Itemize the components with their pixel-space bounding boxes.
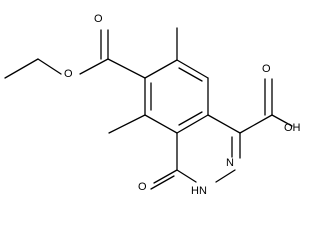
bond-ester-single-o: [79, 58, 109, 75]
bond-acid-oh: [271, 114, 293, 127]
bond-c4-c5: [144, 114, 178, 134]
bond-ester-carbon: [107, 58, 146, 79]
bond-layer: [4, 27, 293, 190]
bond-acid-carbon: [239, 114, 273, 134]
bond-double-c1-c2: [178, 67, 203, 82]
carboxyl-o-label: O: [262, 63, 271, 75]
bond-c1-c2: [176, 59, 209, 79]
bond-ethyl-ch3: [4, 58, 39, 79]
bond-lactam-carbonyl-double: [150, 175, 175, 190]
structure-canvas: OH O O O O HN N: [4, 13, 301, 197]
ester-o-double-label: O: [94, 13, 103, 25]
bond-ring-nh-n: [215, 169, 236, 183]
atom-labels: OH O O O O HN N: [64, 13, 301, 197]
bond-methyl-left: [108, 114, 146, 134]
bond-lactam-carbonyl: [153, 169, 178, 184]
molecule-diagram: OH O O O O HN N: [4, 13, 301, 197]
bond-c6-c1: [144, 59, 178, 79]
carboxyl-oh-label: OH: [284, 122, 301, 134]
ring-nh-label: HN: [191, 185, 207, 197]
ring-n-label: N: [226, 157, 234, 169]
lactam-o-label: O: [138, 181, 147, 193]
bond-c3-c4: [176, 114, 209, 134]
bond-ethyl-ch2: [37, 58, 62, 75]
bond-ring-ccarbonyl-n: [176, 169, 197, 183]
bond-ring-c-c3: [207, 114, 241, 134]
bond-double-c3-c4: [178, 111, 203, 126]
ester-o-single-label: O: [64, 68, 73, 80]
